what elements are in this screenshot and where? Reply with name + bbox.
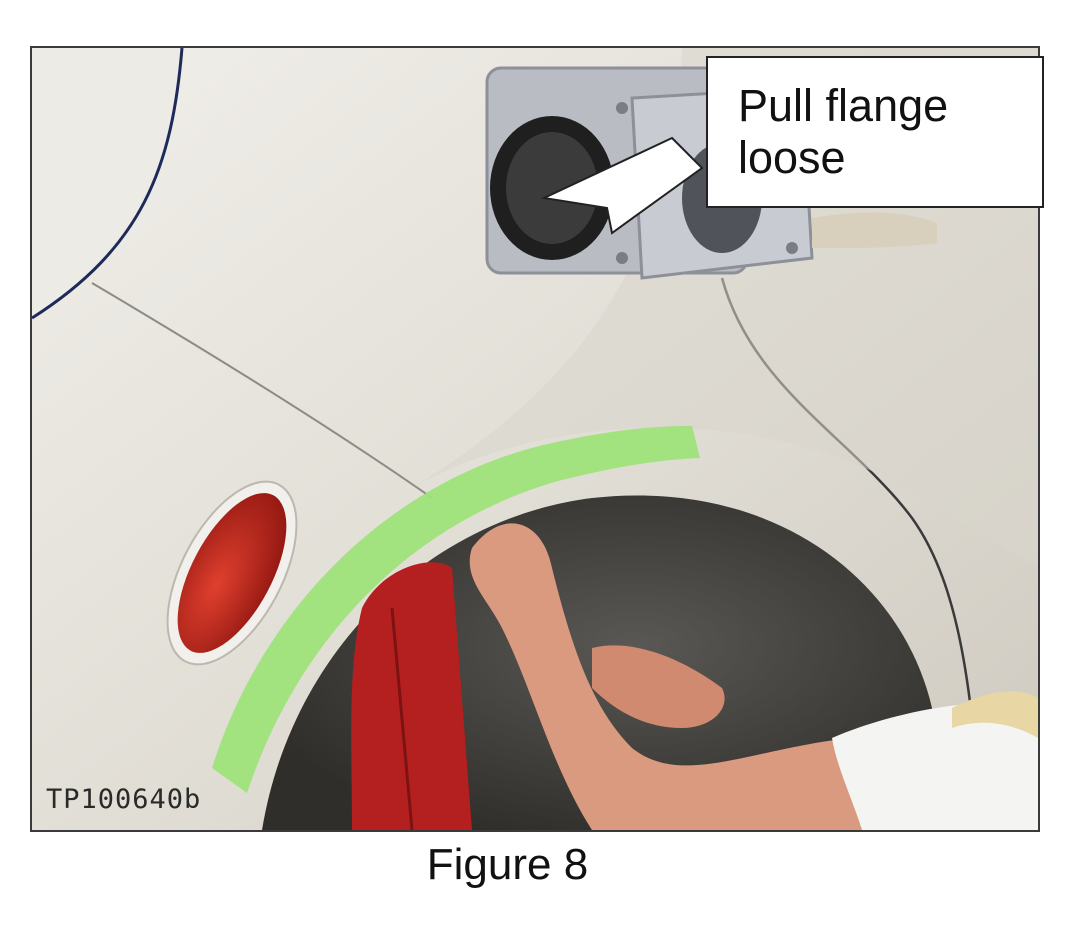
figure-caption: Figure 8 <box>426 840 589 889</box>
callout-line-1: Pull flange <box>738 80 949 131</box>
callout-box: Pull flange loose <box>706 56 1044 208</box>
fender-photo-icon <box>32 48 1038 830</box>
photo-id-label: TP100640b <box>46 784 202 815</box>
callout-line-2: loose <box>738 132 846 183</box>
